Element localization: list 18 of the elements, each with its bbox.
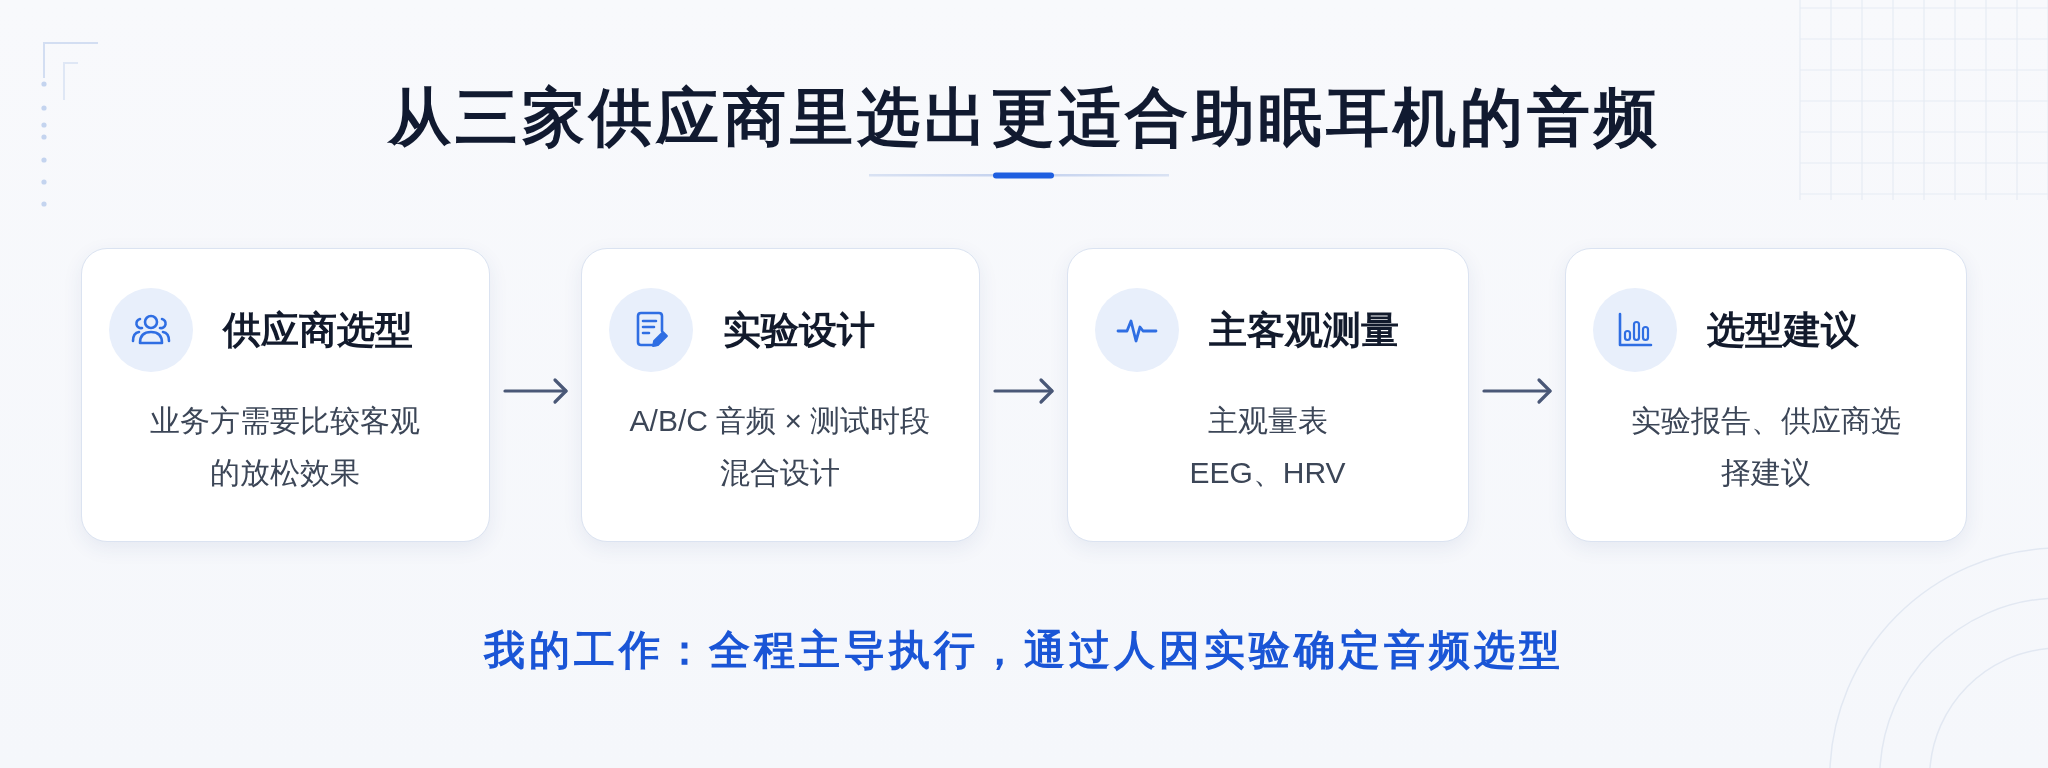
step-description: A/B/C 音频 × 测试时段混合设计 <box>628 403 932 491</box>
step-heading: 实验设计 <box>723 308 875 353</box>
step-card <box>581 248 980 542</box>
step-description: 主观量表 <box>1206 403 1329 439</box>
step-heading: 供应商选型 <box>223 308 413 353</box>
arrow <box>1482 378 1552 404</box>
arrow <box>993 378 1054 404</box>
step-description: 实验报告、供应商选择建议 <box>1629 403 1902 491</box>
step-card <box>1067 248 1469 542</box>
step-card <box>1565 248 1967 542</box>
step-card <box>81 248 490 542</box>
step-description: EEG、HRV <box>1188 455 1347 491</box>
step-description: 业务方需要比较客观的放松效果 <box>149 403 421 491</box>
arrow <box>503 378 568 404</box>
title: 从三家供应商里选出更适合助眠耳机的音频 <box>386 81 1662 154</box>
summary-text: 我的工作：全程主导执行，通过人因实验确定音频选型 <box>482 626 1565 675</box>
step-heading: 选型建议 <box>1707 308 1859 353</box>
step-heading: 主客观测量 <box>1209 308 1399 353</box>
